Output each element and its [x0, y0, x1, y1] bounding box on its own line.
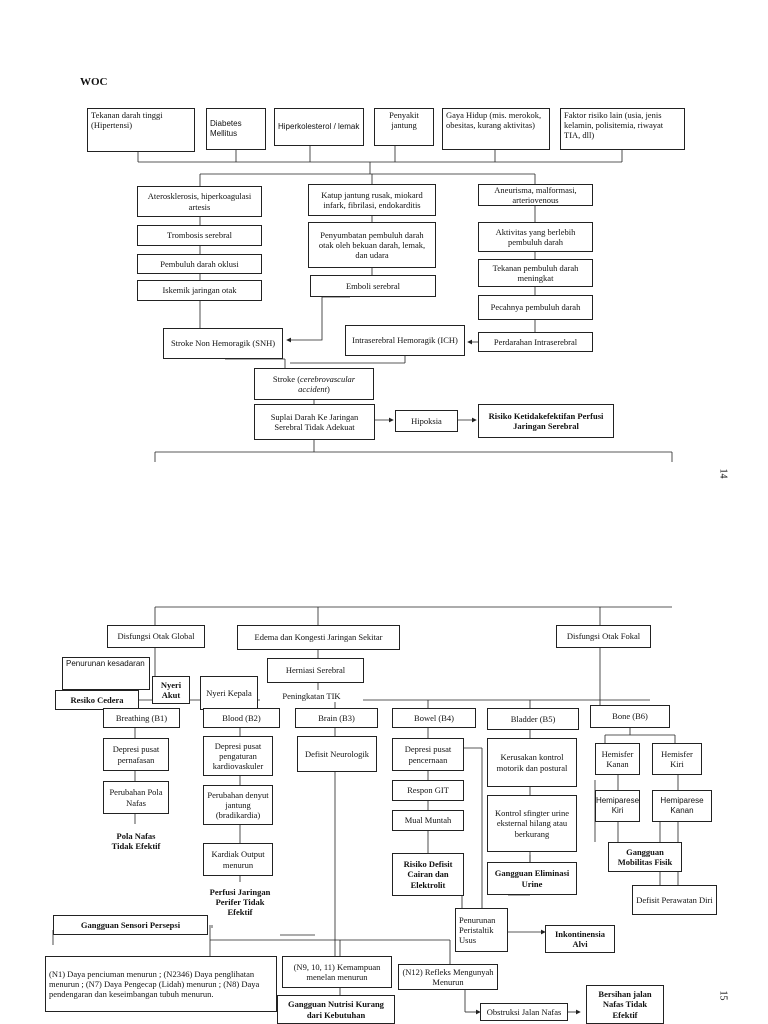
risk-penyakit-jantung: Penyakit jantung: [374, 108, 434, 146]
page-number-top: 14: [717, 468, 729, 479]
emboli-box: Emboli serebral: [310, 275, 436, 297]
penurunan-kesadaran-box: Penurunan kesadaran: [62, 657, 150, 690]
aneurisma-box: Aneurisma, malformasi, arteriovenous: [478, 184, 593, 206]
stroke-box: Stroke (cerebrovascular accident): [254, 368, 374, 400]
page-number-bottom: 15: [717, 990, 729, 1001]
stroke-close: ): [326, 384, 330, 394]
risk-faktor-lain: Faktor risiko lain (usia, jenis kelamin,…: [560, 108, 685, 150]
b6-perawatan: Defisit Perawatan Diri: [632, 885, 717, 915]
peristaltik-box: Penurunan Peristaltik Usus: [455, 908, 508, 952]
risk-diabetes: Diabetes Mellitus: [206, 108, 266, 150]
resiko-cedera-box: Resiko Cedera: [55, 690, 139, 710]
risiko-perfusi-box: Risiko Ketidakefektifan Perfusi Jaringan…: [478, 404, 614, 438]
b6-mobilitas: Gangguan Mobilitas Fisik: [608, 842, 682, 872]
peningkatan-tik-box: Peningkatan TIK: [260, 690, 363, 702]
b4-depresi: Depresi pusat pencernaan: [392, 738, 464, 771]
b6-header: Bone (B6): [590, 705, 670, 728]
page-title: WOC: [80, 76, 108, 88]
b2-diagnosis: Perfusi Jaringan Perifer Tidak Efektif: [200, 882, 280, 922]
b3-defisit: Defisit Neurologik: [297, 736, 377, 772]
stroke-latin: cerebrovascular accident: [298, 373, 356, 394]
nyeri-kepala-box: Nyeri Kepala: [200, 676, 258, 710]
inkontinensia-box: Inkontinensia Alvi: [545, 925, 615, 953]
penyumbatan-box: Penyumbatan pembuluh darah otak oleh bek…: [308, 222, 436, 268]
b5-kerusakan: Kerusakan kontrol motorik dan postural: [487, 738, 577, 787]
edema-box: Edema dan Kongesti Jaringan Sekitar: [237, 625, 400, 650]
disfungsi-global-box: Disfungsi Otak Global: [107, 625, 205, 648]
risk-gaya-hidup: Gaya Hidup (mis. merokok, obesitas, kura…: [442, 108, 550, 150]
nervus-box: (N1) Daya penciuman menurun ; (N2346) Da…: [45, 956, 277, 1012]
iskemik-box: Iskemik jaringan otak: [137, 280, 262, 301]
nyeri-akut-box: Nyeri Akut: [152, 676, 190, 704]
b3-header: Brain (B3): [295, 708, 378, 728]
sensori-box: Gangguan Sensori Persepsi: [53, 915, 208, 935]
aterosklerosis-box: Aterosklerosis, hiperkoagulasi artesis: [137, 186, 262, 217]
stroke-label: Stroke (: [272, 373, 301, 384]
hipoksia-box: Hipoksia: [395, 410, 458, 432]
suplai-box: Suplai Darah Ke Jaringan Serebral Tidak …: [254, 404, 375, 440]
b4-diagnosis: Risiko Defisit Cairan dan Elektrolit: [392, 853, 464, 896]
tekanan-box: Tekanan pembuluh darah meningkat: [478, 259, 593, 287]
b5-kontrol: Kontrol sfingter urine eksternal hilang …: [487, 795, 577, 852]
katup-jantung-box: Katup jantung rusak, miokard infark, fib…: [308, 184, 436, 216]
aktivitas-box: Aktivitas yang berlebih pembuluh darah: [478, 222, 593, 252]
disfungsi-fokal-box: Disfungsi Otak Fokal: [556, 625, 651, 648]
b4-respon: Respon GIT: [392, 780, 464, 801]
obstruksi-box: Obstruksi Jalan Nafas: [480, 1003, 568, 1021]
b2-perubahan: Perubahan denyut jantung (bradikardia): [203, 785, 273, 825]
b6-hemisfer-kanan: Hemisfer Kanan: [595, 743, 640, 775]
b6-hemiparese-kiri: Hemiparese Kiri: [595, 790, 640, 822]
pembuluh-oklusi-box: Pembuluh darah oklusi: [137, 254, 262, 274]
b2-kardiak: Kardiak Output menurun: [203, 843, 273, 876]
b4-mual: Mual Muntah: [392, 810, 464, 831]
snh-box: Stroke Non Hemoragik (SNH): [163, 328, 283, 359]
b5-diagnosis: Gangguan Eliminasi Urine: [487, 862, 577, 895]
n12-box: (N12) Refleks Mengunyah Menurun: [398, 964, 498, 990]
b1-diagnosis: Pola Nafas Tidak Efektif: [103, 824, 169, 858]
b6-hemiparese-kanan: Hemiparese Kanan: [652, 790, 712, 822]
herniasi-box: Herniasi Serebral: [267, 658, 364, 683]
b5-header: Bladder (B5): [487, 708, 579, 730]
nutrisi-box: Gangguan Nutrisi Kurang dari Kebutuhan: [277, 995, 395, 1024]
b1-perubahan: Perubahan Pola Nafas: [103, 781, 169, 814]
risk-hiperkolesterol: Hiperkolesterol / lemak: [274, 108, 364, 146]
b4-header: Bowel (B4): [392, 708, 476, 728]
ich-box: Intraserebral Hemoragik (ICH): [345, 325, 465, 356]
b1-depresi: Depresi pusat pernafasan: [103, 738, 169, 771]
b2-depresi: Depresi pusat pengaturan kardiovaskuler: [203, 736, 273, 776]
perdarahan-box: Perdarahan Intraserebral: [478, 332, 593, 352]
bersihan-box: Bersihan jalan Nafas Tidak Efektif: [586, 985, 664, 1024]
pecahnya-box: Pecahnya pembuluh darah: [478, 295, 593, 320]
b1-header: Breathing (B1): [103, 708, 180, 728]
risk-hipertensi: Tekanan darah tinggi (Hipertensi): [87, 108, 195, 152]
b6-hemisfer-kiri: Hemisfer Kiri: [652, 743, 702, 775]
trombosis-box: Trombosis serebral: [137, 225, 262, 246]
n9-box: (N9, 10, 11) Kemampuan menelan menurun: [282, 956, 392, 988]
b2-header: Blood (B2): [203, 708, 280, 728]
